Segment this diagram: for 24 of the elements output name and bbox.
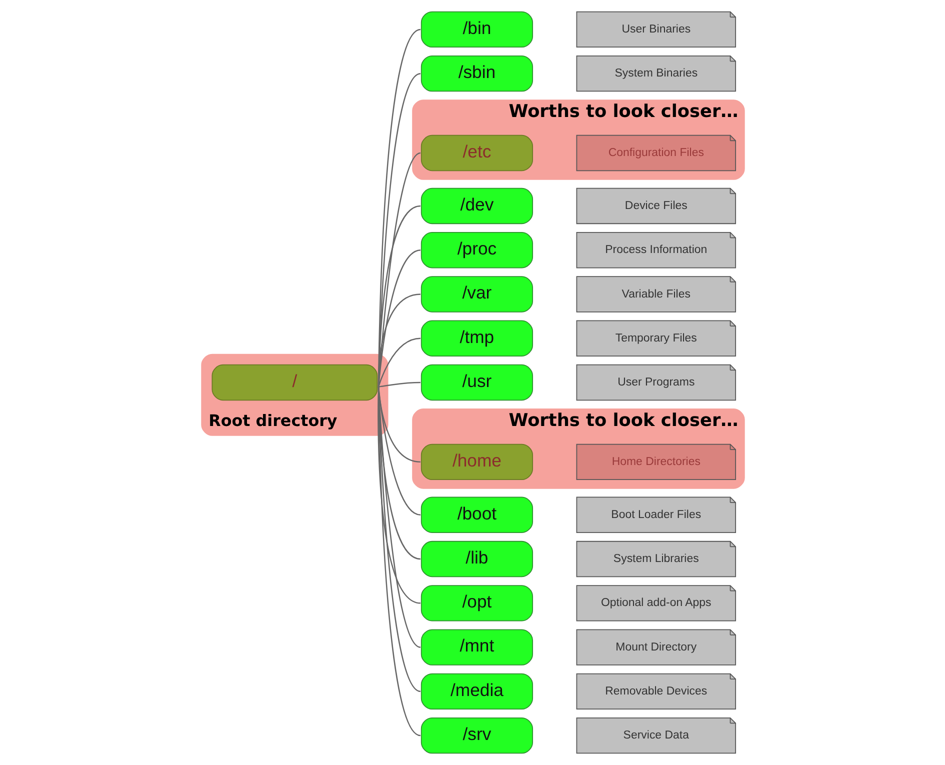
node-box: /usr xyxy=(420,364,533,401)
node-box: /proc xyxy=(420,232,533,268)
node-box: /bin xyxy=(420,11,533,48)
node-box: /etc xyxy=(420,134,533,172)
node-box: /lib xyxy=(420,540,533,578)
node-box: /opt xyxy=(420,585,533,622)
node-box: /tmp xyxy=(420,320,533,356)
connector xyxy=(377,250,420,387)
connector xyxy=(377,152,420,387)
connector xyxy=(377,386,420,604)
node-box: /dev xyxy=(420,188,533,224)
node-box: /mnt xyxy=(420,629,533,666)
node-box: /var xyxy=(420,276,533,312)
connector xyxy=(377,205,420,387)
node-box: /media xyxy=(420,673,533,710)
node-box: /sbin xyxy=(420,55,533,92)
node-box: / xyxy=(211,364,378,401)
connector xyxy=(377,338,420,388)
node-box: /home xyxy=(420,444,533,480)
node-box: /srv xyxy=(420,717,533,754)
node-box: /boot xyxy=(420,496,533,533)
connector xyxy=(378,382,420,388)
connector xyxy=(377,294,420,387)
connector xyxy=(377,386,420,560)
